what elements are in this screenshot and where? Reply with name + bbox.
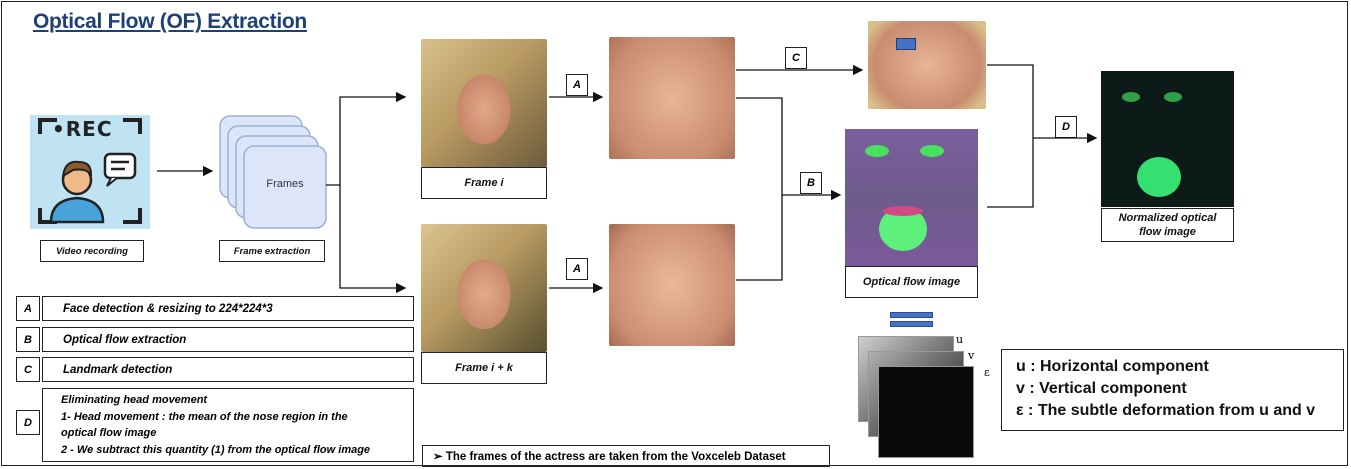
normalized-flow-label-line1: Normalized optical [1118, 212, 1217, 224]
legend-d-line: Eliminating head movement [61, 394, 208, 406]
legend-row-d: D Eliminating head movement 1- Head move… [8, 388, 414, 462]
u-description: u : Horizontal component [1016, 358, 1209, 375]
normalized-flow-label: Normalized optical flow image [1101, 208, 1234, 242]
legend-key: C [16, 357, 40, 382]
dataset-note: ➢ The frames of the actress are taken fr… [422, 445, 830, 467]
video-recording-icon [27, 112, 153, 232]
legend-d-line: optical flow image [61, 427, 157, 439]
frames-stack-label: Frames [266, 178, 304, 190]
legend-d-line: 1- Head movement : the mean of the nose … [61, 410, 348, 423]
legend-row-b: B Optical flow extraction [8, 327, 414, 352]
nose-region-box [896, 38, 916, 50]
e-letter: ε [984, 366, 990, 379]
optical-flow-label: Optical flow image [845, 266, 978, 298]
video-recording-label: Video recording [40, 240, 144, 262]
legend-d-text: Eliminating head movement 1- Head moveme… [42, 388, 414, 462]
equals-bar-bottom [890, 321, 933, 327]
rec-text: •REC [52, 117, 113, 141]
v-letter: v [968, 349, 975, 362]
legend-key: B [16, 327, 40, 352]
landmark-face [868, 21, 986, 109]
legend-row-a: A Face detection & resizing to 224*224*3 [8, 296, 414, 321]
legend-key: A [16, 296, 40, 321]
cropped-face-ik [609, 224, 735, 346]
frames-stack-icon [215, 112, 330, 232]
normalized-flow-label-line2: flow image [1139, 226, 1196, 238]
frame-extraction-label: Frame extraction [219, 240, 325, 262]
page-title: Optical Flow (OF) Extraction [33, 10, 307, 33]
step-key-a-bottom: A [566, 258, 588, 280]
component-description-box: u : Horizontal component v : Vertical co… [1001, 349, 1344, 431]
legend-text: Landmark detection [42, 357, 414, 382]
optical-flow-image [845, 129, 978, 267]
frame-ik-image [421, 224, 547, 352]
step-key-b: B [800, 172, 822, 194]
e-description: ε : The subtle deformation from u and v [1016, 402, 1316, 419]
u-letter: u [956, 333, 964, 346]
frame-i-image [421, 39, 547, 167]
step-key-c: C [785, 47, 807, 69]
cropped-face-i [609, 37, 735, 159]
legend-row-c: C Landmark detection [8, 357, 414, 382]
legend-text: Optical flow extraction [42, 327, 414, 352]
legend-key: D [16, 410, 40, 435]
legend-d-line: 2 - We subtract this quantity (1) from t… [61, 443, 371, 456]
legend-text: Face detection & resizing to 224*224*3 [42, 296, 414, 321]
frame-ik-label: Frame i + k [421, 352, 547, 384]
v-description: v : Vertical component [1016, 380, 1187, 397]
normalized-flow-image [1101, 71, 1234, 207]
step-key-a-top: A [566, 74, 588, 96]
equals-bar-top [890, 312, 933, 318]
e-component-image [878, 366, 974, 458]
frame-i-label: Frame i [421, 167, 547, 199]
